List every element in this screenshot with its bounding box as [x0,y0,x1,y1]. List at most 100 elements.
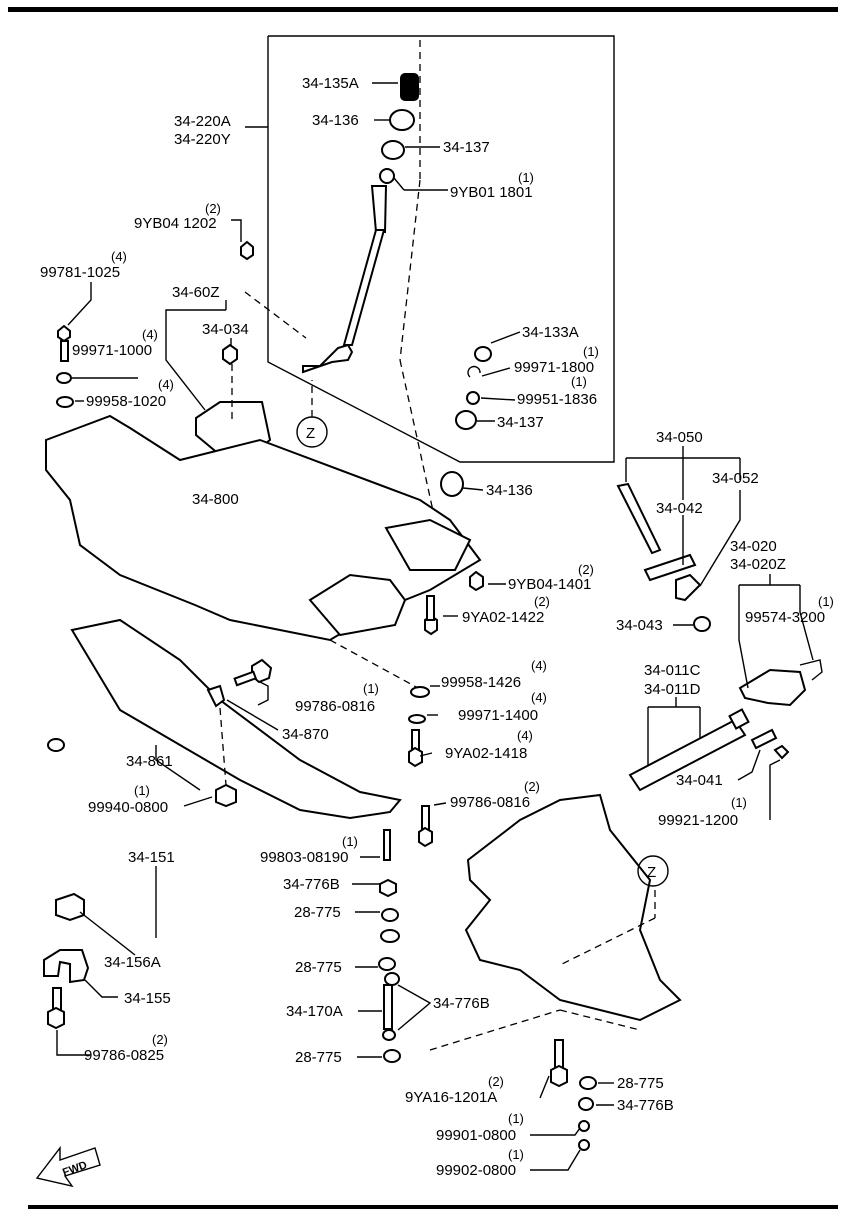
label-z-bottom: Z [647,864,656,881]
label-9ya02-1418: 9YA02-1418 [445,745,527,762]
label-99921-1200: 99921-1200 [658,812,738,829]
label-z-top: Z [306,425,315,442]
label-28-775-b: 28-775 [295,959,342,976]
label-9yb04-1401: 9YB04-1401 [508,576,591,593]
label-34-800: 34-800 [192,491,239,508]
qty-99958-1426: (4) [531,658,547,673]
label-34-011c: 34-011C [644,662,701,679]
label-99786-0816-a: 99786-0816 [295,698,375,715]
label-34-011d: 34-011D [644,681,701,698]
plate-34-861 [70,618,402,820]
label-9ya02-1422: 9YA02-1422 [462,609,544,626]
qty-99574: (1) [818,594,834,609]
label-34-776b-c: 34-776B [617,1097,674,1114]
label-34-041: 34-041 [676,772,723,789]
qty-99803: (1) [342,834,358,849]
fwd-arrow [35,1145,101,1188]
bolt-99781 [57,324,71,362]
label-99971-1800: 99971-1800 [514,359,594,376]
label-34-133a: 34-133A [522,324,579,341]
label-34-60z: 34-60Z [172,284,220,301]
label-34-137-top: 34-137 [443,139,490,156]
label-9yb01-1801: 9YB01 1801 [450,184,533,201]
qty-99971-1400: (4) [531,690,547,705]
label-34-151: 34-151 [128,849,175,866]
qty-9ya16: (2) [488,1074,504,1089]
qty-9ya02-1418: (4) [517,728,533,743]
qty-99951-1836: (1) [571,374,587,389]
bolt-99786-0825 [47,987,65,1030]
label-fwd: FWD [61,1159,89,1179]
label-99971-1400: 99971-1400 [458,707,538,724]
label-34-870: 34-870 [282,726,329,743]
label-34-050: 34-050 [656,429,703,446]
label-9yb04-1202: 9YB04 1202 [134,215,217,232]
shaft-34-011 [628,708,750,792]
inset-box [267,35,615,463]
bracket-34-155 [43,949,90,984]
qty-99958-1020: (4) [158,377,174,392]
nut-34-034 [222,343,238,366]
nut-9yb04-1202 [240,240,254,261]
label-34-042: 34-042 [656,500,703,517]
qty-9yb01: (1) [518,170,534,185]
label-34-020: 34-020 [730,538,777,555]
label-99971-1000: 99971-1000 [72,342,152,359]
bolt-99786-0816-a [233,658,273,687]
label-99951-1836: 99951-1836 [517,391,597,408]
label-34-137-mid: 34-137 [497,414,544,431]
label-34-052: 34-052 [712,470,759,487]
label-34-220y: 34-220Y [174,131,231,148]
label-99786-0816-b: 99786-0816 [450,794,530,811]
label-99786-0825: 99786-0825 [84,1047,164,1064]
qty-9ya02-1422: (2) [534,594,550,609]
qty-9yb04-1401: (2) [578,562,594,577]
label-28-775-d: 28-775 [617,1075,664,1092]
qty-99902: (1) [508,1147,524,1162]
leader-lines [56,82,814,1171]
bottom-border [28,1205,838,1209]
label-34-020z: 34-020Z [730,556,786,573]
qty-99786-0816-a: (1) [363,681,379,696]
label-28-775-a: 28-775 [294,904,341,921]
bolt-99786-0816-b [418,805,433,848]
stabilizer-bar-34-151 [43,738,400,948]
label-34-136-top: 34-136 [312,112,359,129]
qty-99921: (1) [731,795,747,810]
label-99901-0800: 99901-0800 [436,1127,516,1144]
label-99574-3200: 99574-3200 [745,609,825,626]
label-34-776b-b: 34-776B [433,995,490,1012]
qty-99786-0816-b: (2) [524,779,540,794]
spring-34-020 [738,659,823,707]
shift-rod-assembly [302,73,419,374]
qty-9yb04-1202: (2) [205,201,221,216]
label-28-775-c: 28-775 [295,1049,342,1066]
top-border [8,7,838,12]
qty-99901: (1) [508,1111,524,1126]
bolt-34-050 [616,482,662,555]
bolt-9ya02-1418 [408,729,423,768]
qty-99971-1800: (1) [583,344,599,359]
label-34-136-mid: 34-136 [486,482,533,499]
knuckle-assembly [464,793,682,1022]
bushing-34-156a [55,892,85,922]
clip-34-052 [675,573,702,602]
label-34-220a: 34-220A [174,113,231,130]
qty-99971-1000: (4) [142,327,158,342]
label-34-156a: 34-156A [104,954,161,971]
label-99781-1025: 99781-1025 [40,264,120,281]
qty-99786-0825: (2) [152,1032,168,1047]
label-34-861: 34-861 [126,753,173,770]
label-34-043: 34-043 [616,617,663,634]
label-99940-0800: 99940-0800 [88,799,168,816]
bolt-9ya16-1201a [550,1039,568,1088]
z-marker-bottom [637,855,669,887]
label-34-155: 34-155 [124,990,171,1007]
link-stack [378,829,401,1063]
label-99958-1426: 99958-1426 [441,674,521,691]
qty-99940: (1) [134,783,150,798]
qty-99781: (4) [111,249,127,264]
label-99803-08190: 99803-08190 [260,849,348,866]
label-34-135a: 34-135A [302,75,359,92]
